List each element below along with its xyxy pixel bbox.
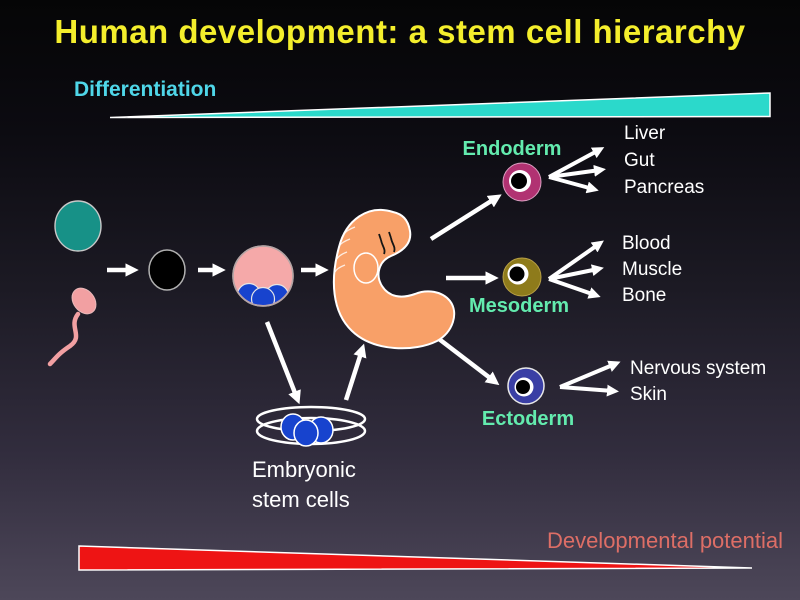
embryonic-stem-cells-line1: Embryonic (252, 457, 356, 482)
arrow-ectoderm-to-skin (559, 384, 619, 397)
arrow-ectoderm-to-nervous-system (559, 360, 621, 389)
arrow-mesoderm-to-bone (548, 277, 601, 299)
mesoderm-cell-icon (502, 257, 542, 297)
slide-title: Human development: a stem cell hierarchy (54, 13, 746, 50)
ectoderm-cell-icon (507, 367, 545, 405)
embryonic-stem-cells-line2: stem cells (252, 487, 350, 512)
arrow-endoderm-to-liver (548, 147, 605, 179)
ectoderm-label: Ectoderm (481, 408, 575, 430)
list-item: Gut (624, 150, 655, 171)
list-item: Muscle (622, 259, 683, 280)
embryo-face-detail (378, 231, 396, 255)
list-item: Liver (624, 123, 666, 144)
arrow-dish-to-embryo (343, 343, 367, 401)
differentiation-wedge-icon (109, 92, 771, 119)
blastocyst-icon (232, 245, 294, 307)
list-item: Skin (630, 384, 667, 405)
developmental-potential-label: Developmental potential (546, 528, 783, 553)
zygote-cell-icon (148, 249, 186, 291)
embryo-head-bud (353, 252, 379, 284)
list-item: Nervous system (630, 358, 767, 379)
arrow-blastocyst-to-dish (264, 321, 301, 405)
arrow-mesoderm-to-muscle (548, 264, 604, 281)
sperm-tail (47, 311, 81, 367)
list-item: Bone (622, 285, 667, 306)
embryonic-stem-cells-label: Embryonic stem cells (252, 455, 356, 515)
arrow-endoderm-to-gut (548, 164, 606, 179)
flow-arrows (107, 194, 502, 405)
list-item: Blood (622, 233, 671, 254)
developmental-potential-wedge-icon (78, 545, 753, 571)
arrow-embryo-to-ectoderm (437, 337, 500, 386)
sperm-icon (47, 287, 97, 367)
list-item: Pancreas (624, 177, 705, 198)
ectoderm-derivatives-list: Nervous system Skin (630, 356, 766, 408)
endoderm-derivatives-list: Liver Gut Pancreas (624, 120, 704, 201)
blastocyst-outline (232, 245, 294, 307)
arrow-mesoderm-to-blood (547, 240, 604, 281)
sperm-head (71, 287, 97, 315)
arrow-endoderm-to-pancreas (548, 175, 599, 194)
mesoderm-label: Mesoderm (468, 295, 570, 317)
stem-cells (280, 413, 334, 447)
arrow-embryo-to-endoderm (429, 194, 502, 241)
endoderm-cell-icon (502, 162, 542, 202)
endoderm-label: Endoderm (462, 138, 562, 160)
derivative-arrows (547, 147, 621, 397)
mesoderm-derivatives-list: Blood Muscle Bone (622, 231, 682, 309)
egg-cell-icon (54, 200, 102, 252)
embryo-body (332, 208, 456, 350)
embryo-somites (334, 226, 356, 273)
petri-dish-icon (255, 405, 367, 447)
differentiation-label: Differentiation (74, 78, 217, 101)
embryo-icon (332, 208, 456, 350)
